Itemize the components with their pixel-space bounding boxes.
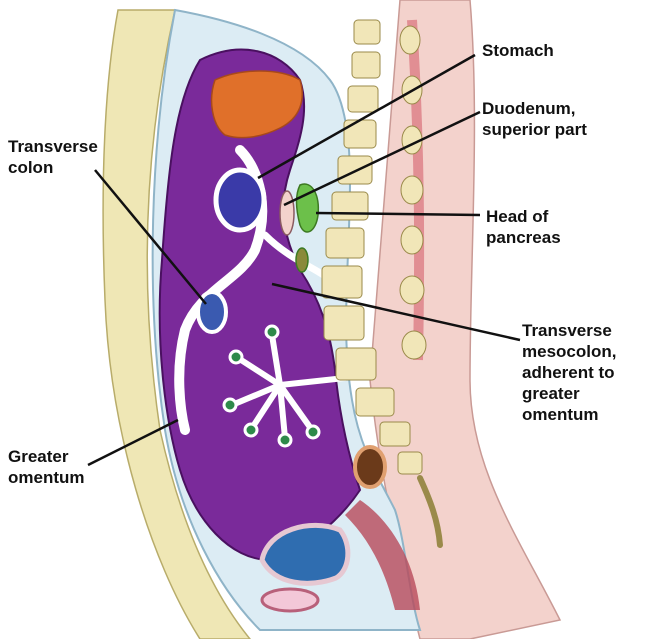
label-stomach: Stomach: [482, 40, 554, 61]
pubic-symphysis: [262, 589, 318, 611]
stomach: [216, 170, 264, 230]
label-transverse-colon: Transverse colon: [8, 136, 98, 178]
label-transverse-mesocolon: Transverse mesocolon, adherent to greate…: [522, 320, 616, 425]
label-duodenum: Duodenum, superior part: [482, 98, 587, 140]
renal-vessel: [296, 248, 308, 272]
label-greater-omentum: Greater omentum: [8, 446, 85, 488]
duodenum: [280, 191, 294, 235]
rectum: [355, 447, 385, 487]
label-head-of-pancreas: Head of pancreas: [486, 206, 561, 248]
